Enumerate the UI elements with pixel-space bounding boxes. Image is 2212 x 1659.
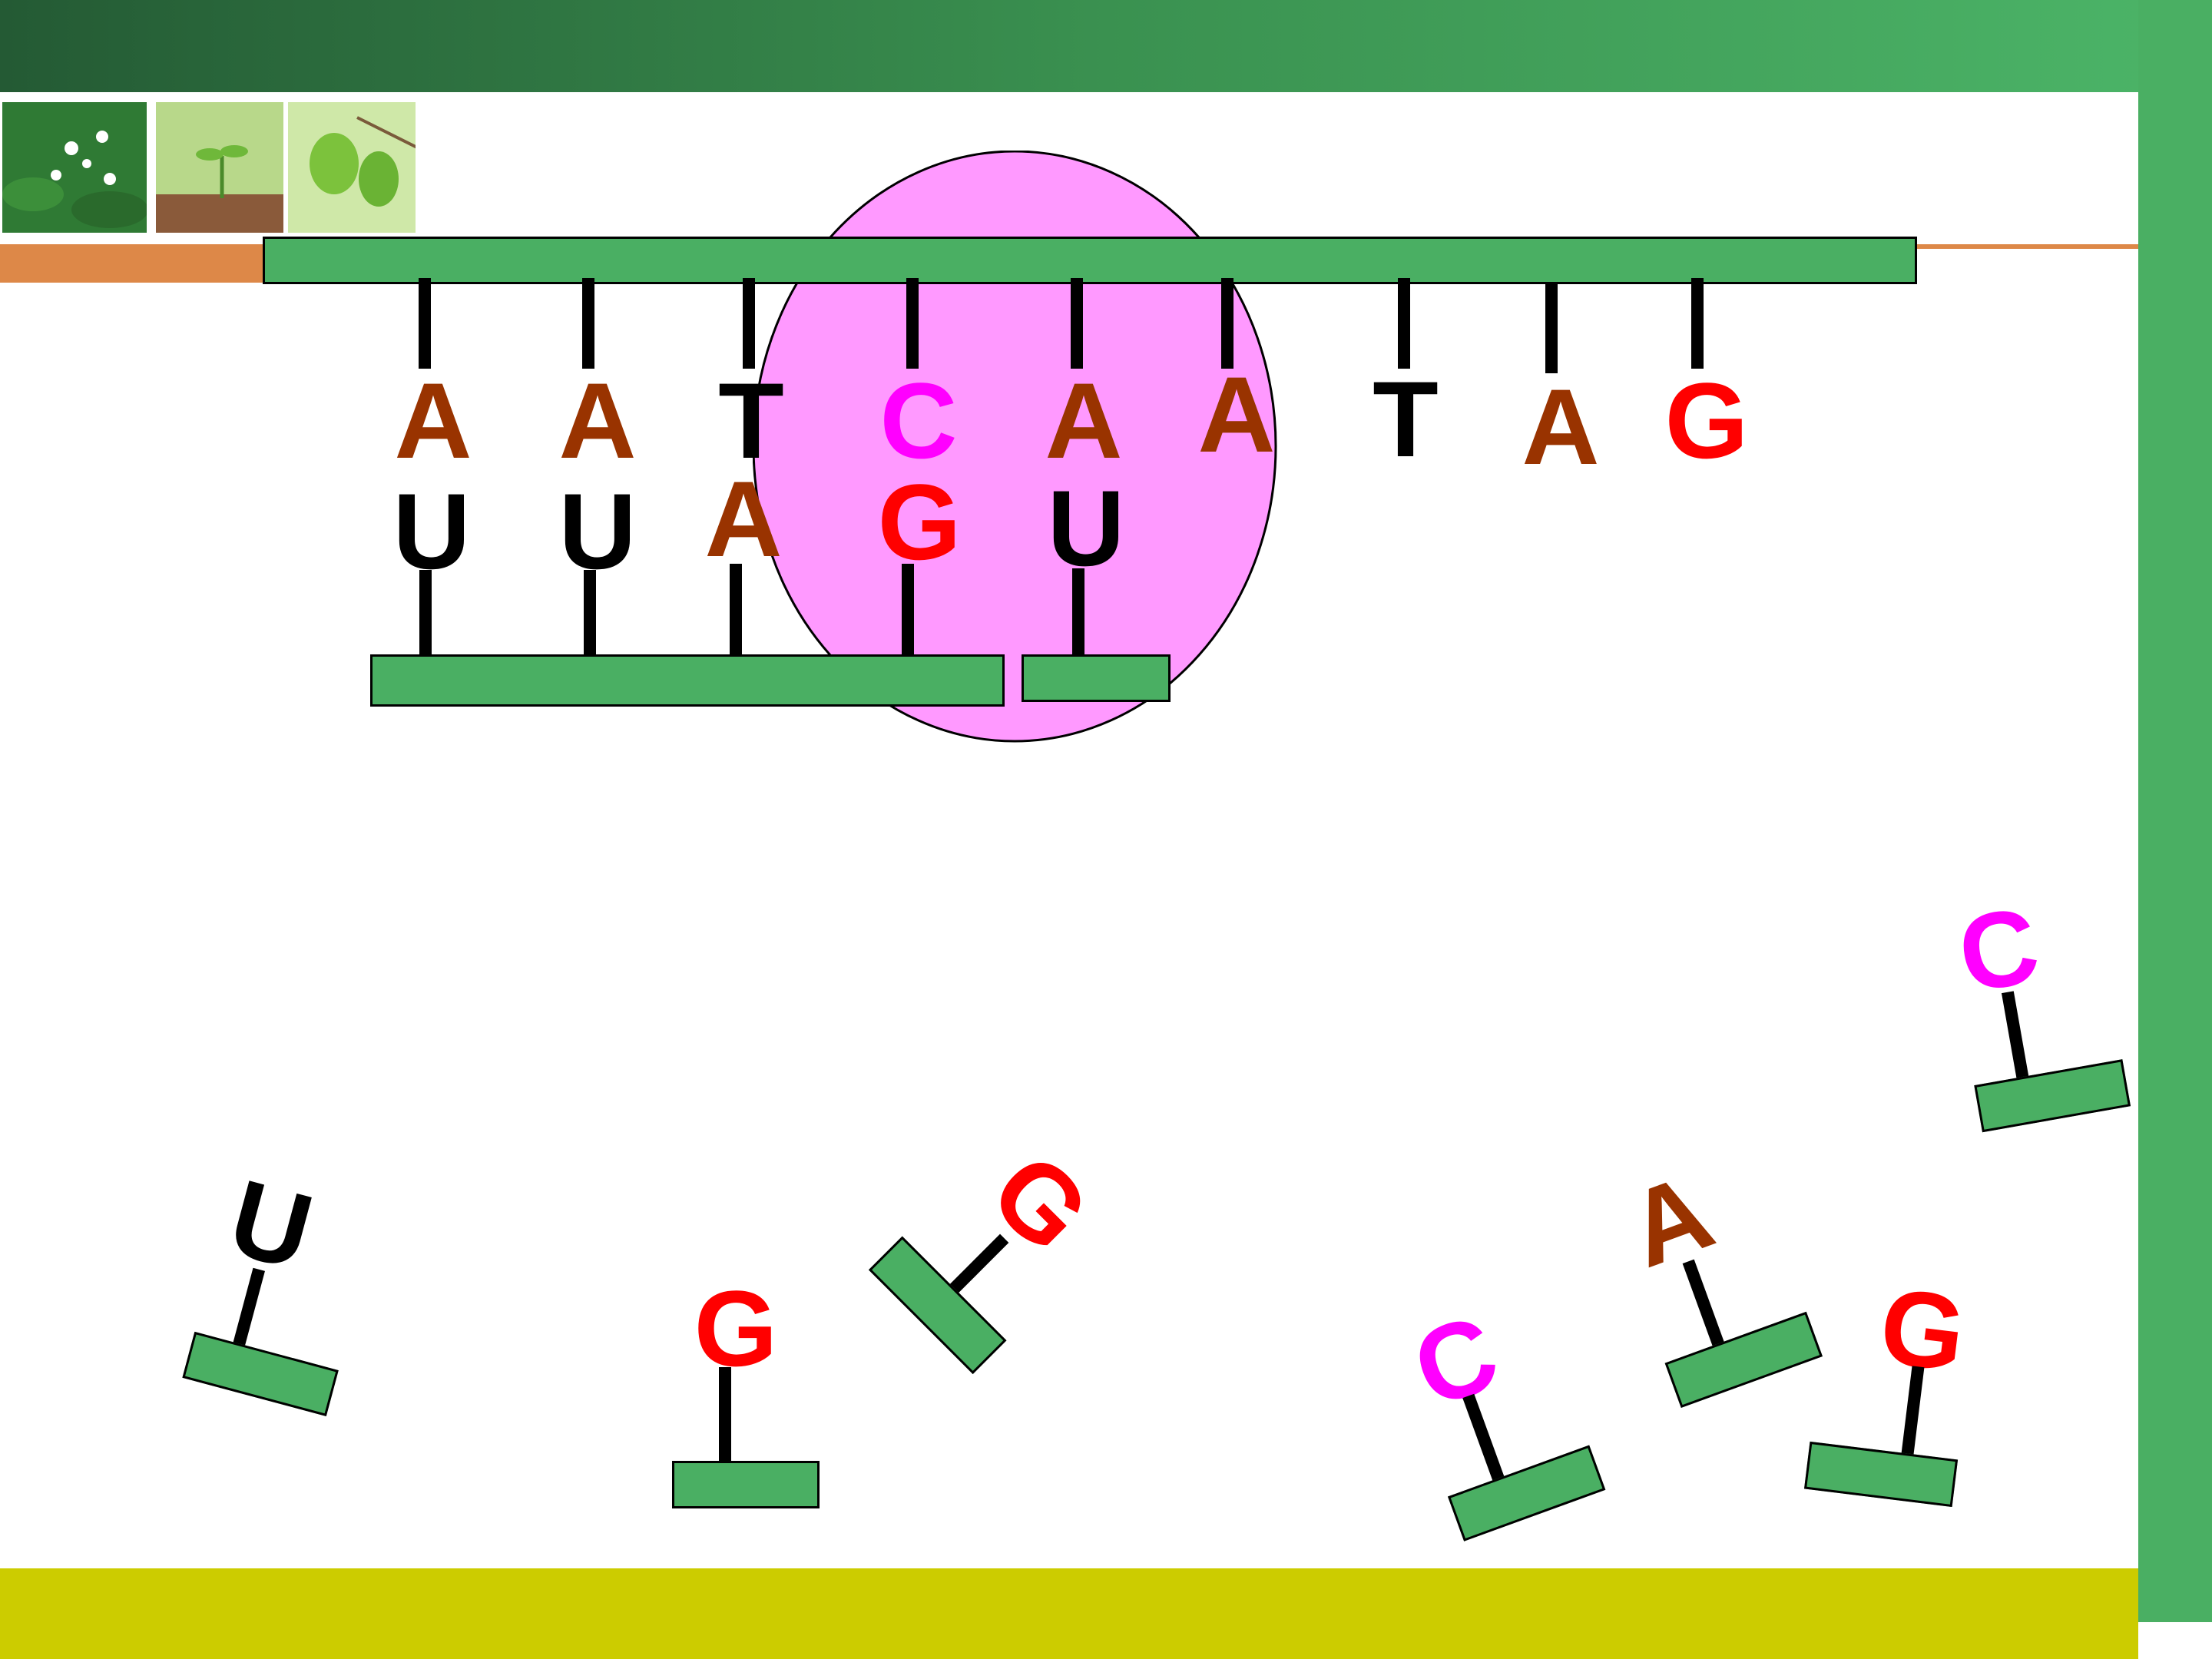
dna-base: A <box>1197 354 1276 475</box>
rna-base-stick <box>730 564 742 656</box>
dna-base: T <box>718 360 784 481</box>
rna-base: G <box>877 462 962 582</box>
rna-strand-new-segment <box>1022 654 1171 702</box>
rna-base: U <box>1047 468 1125 588</box>
rna-strand <box>370 654 1005 707</box>
leaves-photo <box>286 100 418 235</box>
dna-base: A <box>1045 360 1123 481</box>
rna-base-stick <box>902 564 914 656</box>
dna-base-stick <box>743 278 755 369</box>
free-nucleotide-base: U <box>217 1156 325 1293</box>
dna-base: A <box>558 360 637 481</box>
dna-base-stick <box>1691 278 1704 369</box>
dna-base: A <box>394 360 472 481</box>
free-nucleotide-stick <box>719 1367 731 1464</box>
free-nucleotide-base: C <box>1949 883 2048 1016</box>
accent-bar-left <box>0 244 269 283</box>
rna-base: U <box>392 471 471 591</box>
rna-base-stick <box>584 570 596 656</box>
seedling-photo <box>154 100 286 235</box>
header-bar <box>0 0 2212 92</box>
dna-base-stick <box>906 278 919 369</box>
dna-base-stick <box>1398 278 1410 369</box>
dna-base-stick <box>419 278 431 369</box>
dna-base-stick <box>582 278 594 369</box>
dna-base: C <box>879 360 958 481</box>
dna-base: G <box>1664 360 1749 481</box>
rna-base: A <box>704 459 783 579</box>
dna-base: T <box>1373 359 1439 479</box>
dna-base-stick <box>1221 278 1233 369</box>
free-nucleotide-base: G <box>694 1268 778 1389</box>
rna-base: U <box>558 471 637 591</box>
dna-base-stick <box>1071 278 1083 369</box>
rna-base-stick <box>419 570 432 656</box>
rna-base-stick <box>1072 568 1084 656</box>
free-nucleotide-sugar <box>672 1461 820 1508</box>
content-panel <box>424 92 2138 1568</box>
right-border-bar <box>2138 0 2212 1622</box>
accent-line-right <box>1912 244 2138 249</box>
footer-bar <box>0 1568 2138 1659</box>
free-nucleotide-sugar <box>182 1331 339 1416</box>
ribosome <box>753 151 1277 743</box>
dna-base: A <box>1522 366 1600 487</box>
dna-template-strand <box>263 237 1917 284</box>
flower-photo <box>0 100 149 235</box>
dna-base-stick <box>1545 283 1558 373</box>
